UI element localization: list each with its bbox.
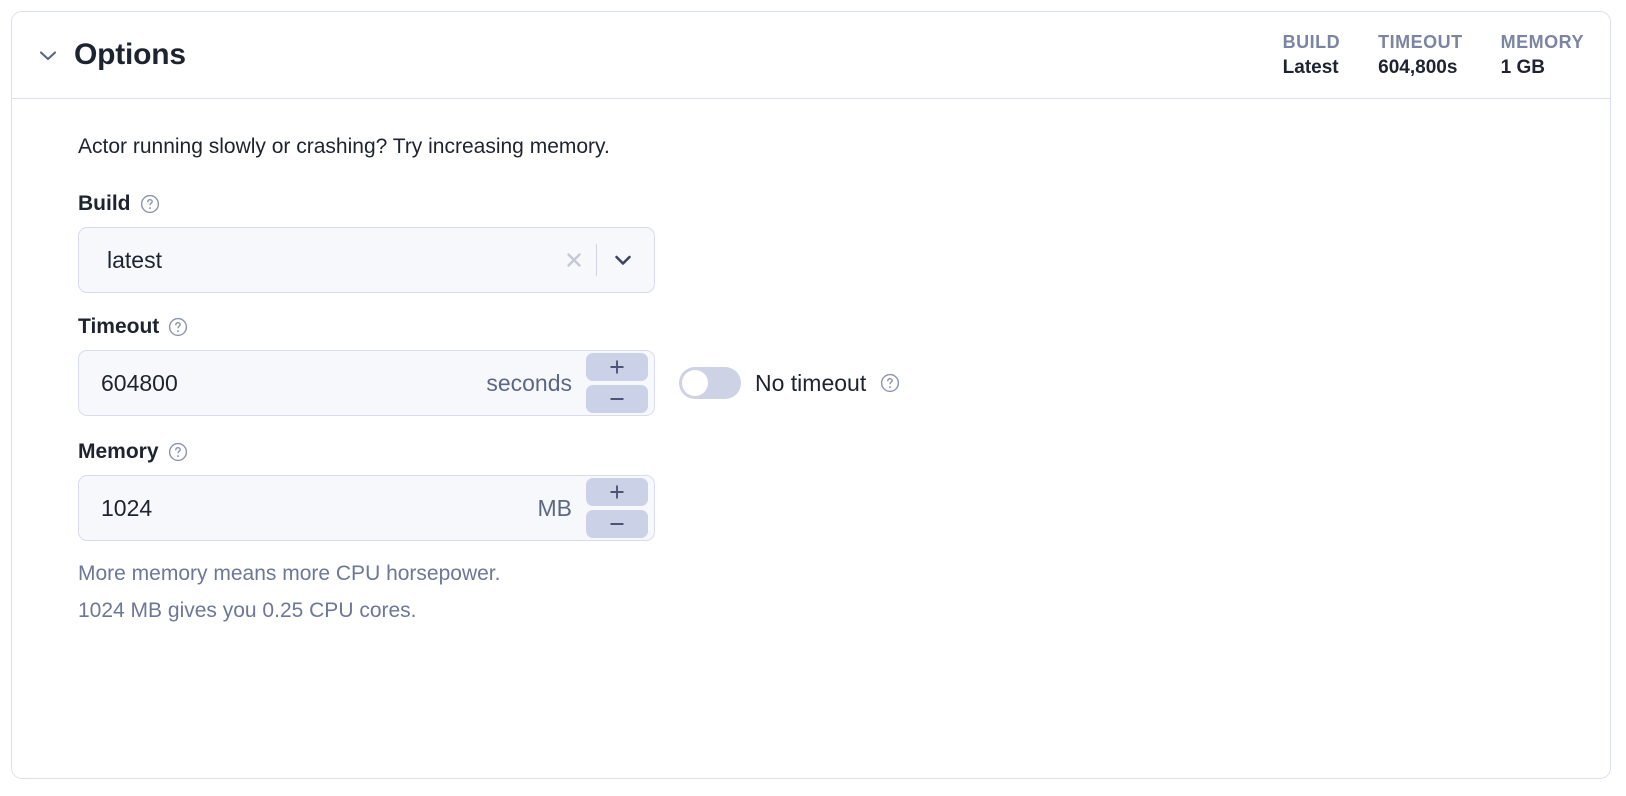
stat-timeout-label: TIMEOUT <box>1378 32 1463 52</box>
memory-helper-text: More memory means more CPU horsepower. 1… <box>78 555 1610 629</box>
select-divider <box>596 244 597 276</box>
timeout-input-row: 604800 seconds <box>78 350 1610 416</box>
build-label-row: Build <box>78 192 1610 216</box>
plus-icon[interactable] <box>586 478 648 506</box>
timeout-field-block: Timeout 604800 seconds <box>78 315 1610 416</box>
memory-helper-line-2: 1024 MB gives you 0.25 CPU cores. <box>78 599 417 622</box>
memory-label: Memory <box>78 440 159 463</box>
timeout-label: Timeout <box>78 315 160 338</box>
minus-icon[interactable] <box>586 510 648 538</box>
help-circle-icon[interactable] <box>880 373 900 393</box>
chevron-down-icon[interactable] <box>35 42 61 68</box>
page-title: Options <box>74 38 186 71</box>
header-stats: BUILD Latest TIMEOUT 604,800s MEMORY 1 G… <box>1283 30 1584 81</box>
toggle-knob <box>682 370 708 396</box>
build-label: Build <box>78 192 131 215</box>
options-card-header: Options BUILD Latest TIMEOUT 604,800s ME… <box>12 12 1610 99</box>
close-icon[interactable] <box>561 247 587 273</box>
no-timeout-toggle[interactable] <box>679 367 741 399</box>
memory-input-value: 1024 <box>101 494 153 521</box>
help-circle-icon[interactable] <box>140 194 160 214</box>
help-circle-icon[interactable] <box>168 317 188 337</box>
memory-field-block: Memory 1024 MB <box>78 440 1610 629</box>
memory-stepper <box>586 478 654 538</box>
build-select[interactable]: latest <box>78 227 655 293</box>
memory-unit-label: MB <box>537 494 573 521</box>
no-timeout-label: No timeout <box>755 369 867 396</box>
build-select-value: latest <box>107 246 162 273</box>
stat-build-label: BUILD <box>1282 32 1341 52</box>
options-card-body: Actor running slowly or crashing? Try in… <box>12 99 1610 629</box>
minus-icon[interactable] <box>586 385 648 413</box>
build-field-block: Build latest <box>78 192 1610 293</box>
stat-timeout-value: 604,800s <box>1378 57 1458 78</box>
timeout-unit-label: seconds <box>486 369 572 396</box>
header-left-group: Options <box>12 38 186 72</box>
memory-label-row: Memory <box>78 440 1610 464</box>
help-circle-icon[interactable] <box>168 442 188 462</box>
timeout-label-row: Timeout <box>78 315 1610 339</box>
stat-build: BUILD Latest <box>1283 30 1341 81</box>
memory-input[interactable]: 1024 MB <box>78 475 655 541</box>
timeout-stepper <box>586 353 654 413</box>
options-card: Options BUILD Latest TIMEOUT 604,800s ME… <box>11 11 1611 779</box>
timeout-input-value: 604800 <box>101 369 178 396</box>
intro-text: Actor running slowly or crashing? Try in… <box>78 135 610 158</box>
stat-timeout: TIMEOUT 604,800s <box>1378 30 1463 81</box>
stat-build-value: Latest <box>1282 57 1339 78</box>
memory-helper-line-1: More memory means more CPU horsepower. <box>78 562 501 585</box>
no-timeout-group: No timeout <box>679 367 900 399</box>
stat-memory-label: MEMORY <box>1500 32 1584 52</box>
plus-icon[interactable] <box>586 353 648 381</box>
stat-memory-value: 1 GB <box>1500 57 1546 78</box>
stat-memory: MEMORY 1 GB <box>1501 30 1584 81</box>
timeout-input[interactable]: 604800 seconds <box>78 350 655 416</box>
chevron-down-icon[interactable] <box>606 243 640 277</box>
